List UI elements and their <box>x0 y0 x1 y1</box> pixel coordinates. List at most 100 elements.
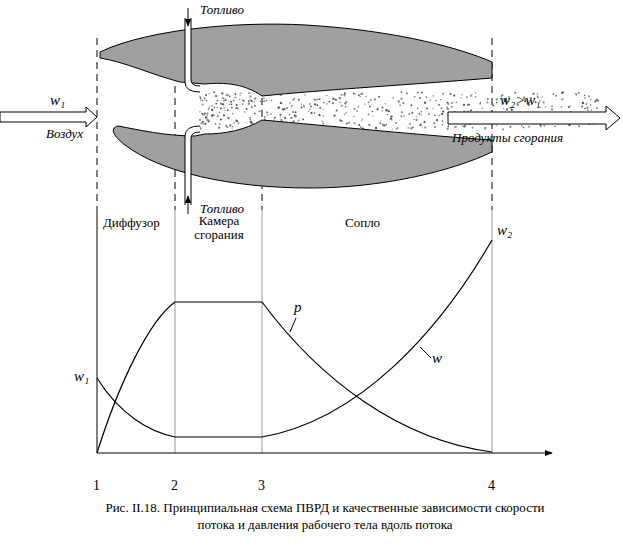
speckle-dot <box>200 100 201 101</box>
speckle-dot <box>555 95 557 97</box>
speckle-dot <box>506 109 508 111</box>
speckle-dot <box>415 119 417 121</box>
speckle-dot <box>421 114 422 115</box>
speckle-dot <box>406 92 408 94</box>
figure-caption: Рис. II.18. Принципиальная схема ПВРД и … <box>95 500 555 534</box>
speckle-dot <box>464 124 466 126</box>
speckle-dot <box>395 128 397 130</box>
speckle-dot <box>227 117 229 119</box>
speckle-dot <box>442 120 444 122</box>
speckle-dot <box>479 103 481 105</box>
leader-line <box>420 347 431 358</box>
speckle-dot <box>561 98 563 100</box>
speckle-dot <box>339 97 341 99</box>
speckle-dot <box>353 108 355 110</box>
speckle-dot <box>503 108 504 109</box>
speckle-dot <box>232 113 233 114</box>
speckle-dot <box>346 122 348 124</box>
speckle-dot <box>411 112 413 114</box>
speckle-dot <box>206 115 207 116</box>
speckle-dot <box>382 124 384 126</box>
speckle-dot <box>278 106 280 108</box>
speckle-dot <box>237 107 239 109</box>
speckle-dot <box>434 114 436 116</box>
speckle-dot <box>562 91 564 93</box>
section-number: 1 <box>93 478 100 493</box>
speckle-dot <box>310 105 312 107</box>
speckle-dot <box>509 126 511 128</box>
speckle-dot <box>447 103 449 105</box>
speckle-dot <box>475 92 477 94</box>
speckle-dot <box>335 115 336 116</box>
speckle-dot <box>320 107 321 108</box>
speckle-dot <box>318 114 320 116</box>
speckle-dot <box>400 115 402 117</box>
curve-label: w <box>432 350 442 367</box>
speckle-dot <box>358 94 360 96</box>
speckle-dot <box>225 99 227 101</box>
speckle-dot <box>574 93 575 94</box>
speckle-dot <box>386 124 388 126</box>
speckle-dot <box>208 108 210 110</box>
speckle-dot <box>209 93 210 94</box>
speckle-dot <box>354 93 355 94</box>
speckle-dot <box>587 107 589 109</box>
speckle-dot <box>442 110 444 112</box>
speckle-dot <box>496 102 498 104</box>
speckle-dot <box>230 101 232 103</box>
speckle-dot <box>248 103 250 105</box>
speckle-dot <box>314 112 316 114</box>
speckle-dot <box>251 107 253 109</box>
speckle-dot <box>202 121 204 123</box>
speckle-dot <box>319 98 321 100</box>
speckle-dot <box>364 103 365 104</box>
section-number: 3 <box>258 478 265 493</box>
speckle-dot <box>282 108 284 110</box>
speckle-dot <box>397 127 399 129</box>
speckle-dot <box>222 103 224 105</box>
speckle-dot <box>435 100 437 102</box>
speckle-dot <box>290 117 292 119</box>
speckle-dot <box>353 116 355 118</box>
speckle-dot <box>492 104 494 106</box>
speckle-dot <box>344 114 345 115</box>
speckle-dot <box>401 111 403 113</box>
speckle-dot <box>270 113 272 115</box>
speckle-dot <box>375 127 377 129</box>
speckle-dot <box>243 100 245 102</box>
speckle-dot <box>442 124 443 125</box>
speckle-dot <box>407 127 408 128</box>
speckle-dot <box>249 117 251 119</box>
speckle-dot <box>236 104 238 106</box>
speckle-dot <box>203 123 204 124</box>
speckle-dot <box>229 104 230 105</box>
speckle-dot <box>358 106 359 107</box>
speckle-dot <box>202 113 204 115</box>
speckle-dot <box>584 95 585 96</box>
speckle-dot <box>202 100 204 102</box>
speckle-dot <box>379 122 381 124</box>
speckle-dot <box>289 114 291 116</box>
speckle-dot <box>293 120 295 122</box>
speckle-dot <box>298 120 300 122</box>
speckle-dot <box>417 92 419 94</box>
speckle-dot <box>336 109 338 111</box>
speckle-dot <box>216 100 218 102</box>
speckle-dot <box>414 96 416 98</box>
speckle-dot <box>419 124 421 126</box>
section-number: 4 <box>488 478 495 493</box>
speckle-dot <box>329 101 331 103</box>
speckle-dot <box>293 98 295 100</box>
speckle-dot <box>227 109 229 111</box>
speckle-dot <box>215 95 216 96</box>
speckle-dot <box>511 109 513 111</box>
speckle-dot <box>341 105 343 107</box>
speckle-dot <box>585 103 587 105</box>
speckle-dot <box>225 125 227 127</box>
speckle-dot <box>496 98 498 100</box>
speckle-dot <box>332 102 334 104</box>
speckle-dot <box>543 125 545 127</box>
speckle-dot <box>388 110 390 112</box>
speckle-dot <box>223 100 225 102</box>
speckle-dot <box>263 100 265 102</box>
